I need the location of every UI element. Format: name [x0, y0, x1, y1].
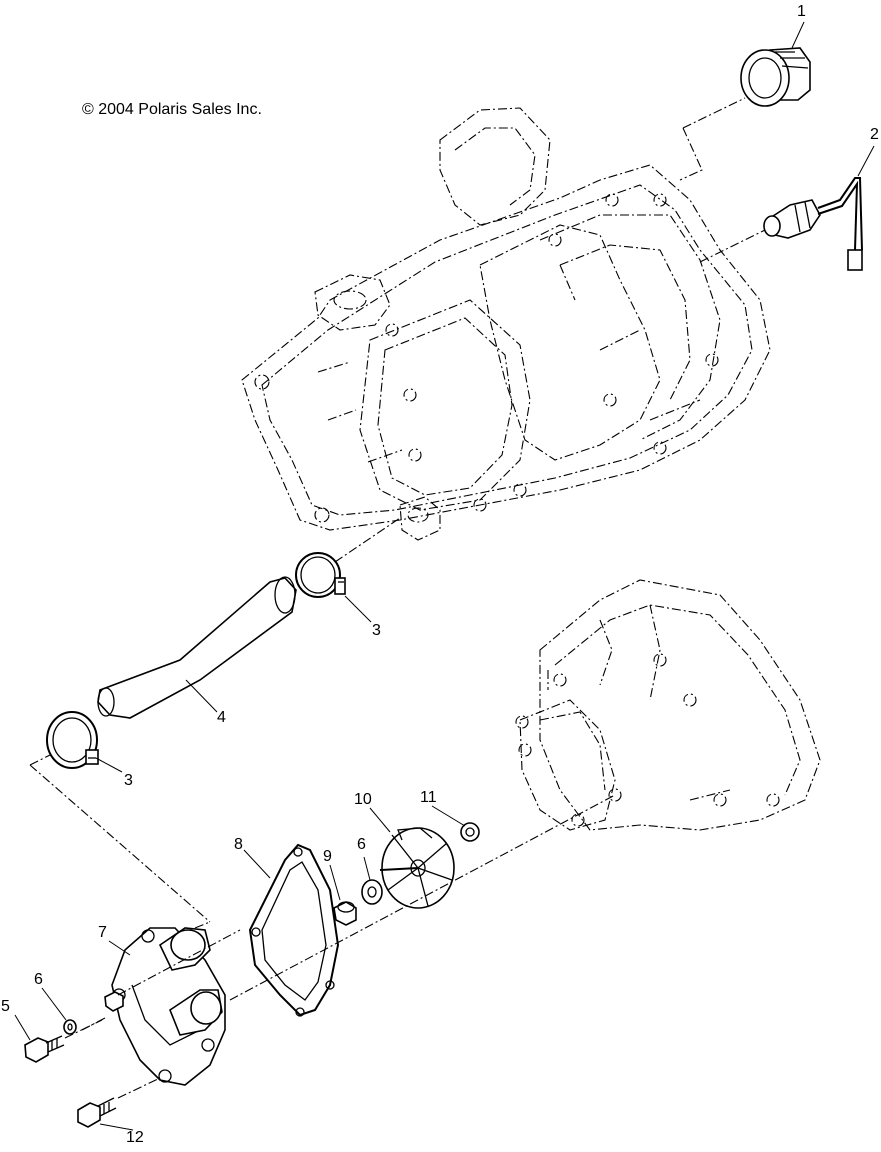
coolant-hose	[97, 576, 297, 719]
callout-5: 5	[1, 998, 10, 1015]
callout-2: 2	[870, 126, 879, 143]
copyright-notice: © 2004 Polaris Sales Inc.	[82, 101, 262, 118]
callout-1: 1	[797, 3, 806, 20]
thermostat-cap	[740, 47, 811, 107]
callout-12: 12	[126, 1129, 144, 1146]
hose-clamp-upper	[295, 552, 346, 598]
crankcase-outline	[515, 579, 821, 831]
callout-8: 8	[234, 836, 243, 853]
callout-3-lower: 3	[124, 772, 133, 789]
cover-bolt	[104, 991, 124, 1012]
water-pump-cover	[111, 927, 226, 1086]
callout-4: 4	[217, 709, 226, 726]
assembly-lines	[29, 97, 766, 1099]
bolt-long	[77, 1097, 117, 1128]
callout-10: 10	[354, 791, 372, 808]
shaft-seal	[460, 822, 480, 842]
washer-upper	[361, 879, 383, 905]
callout-7: 7	[98, 924, 107, 941]
callout-6-lower: 6	[34, 971, 43, 988]
water-pump-gasket	[248, 843, 340, 1017]
callout-11: 11	[420, 789, 437, 806]
leader-lines	[14, 21, 875, 1131]
temperature-sensor	[763, 177, 863, 271]
callout-6-upper: 6	[357, 836, 366, 853]
cylinder-head-outline	[241, 107, 771, 541]
callout-3-upper: 3	[372, 622, 381, 639]
impeller	[379, 827, 455, 909]
bolt-short	[24, 1035, 65, 1063]
washer-lower	[63, 1019, 77, 1035]
drain-plug	[333, 901, 357, 926]
hose-clamp-lower	[46, 711, 99, 769]
callout-9: 9	[323, 848, 332, 865]
